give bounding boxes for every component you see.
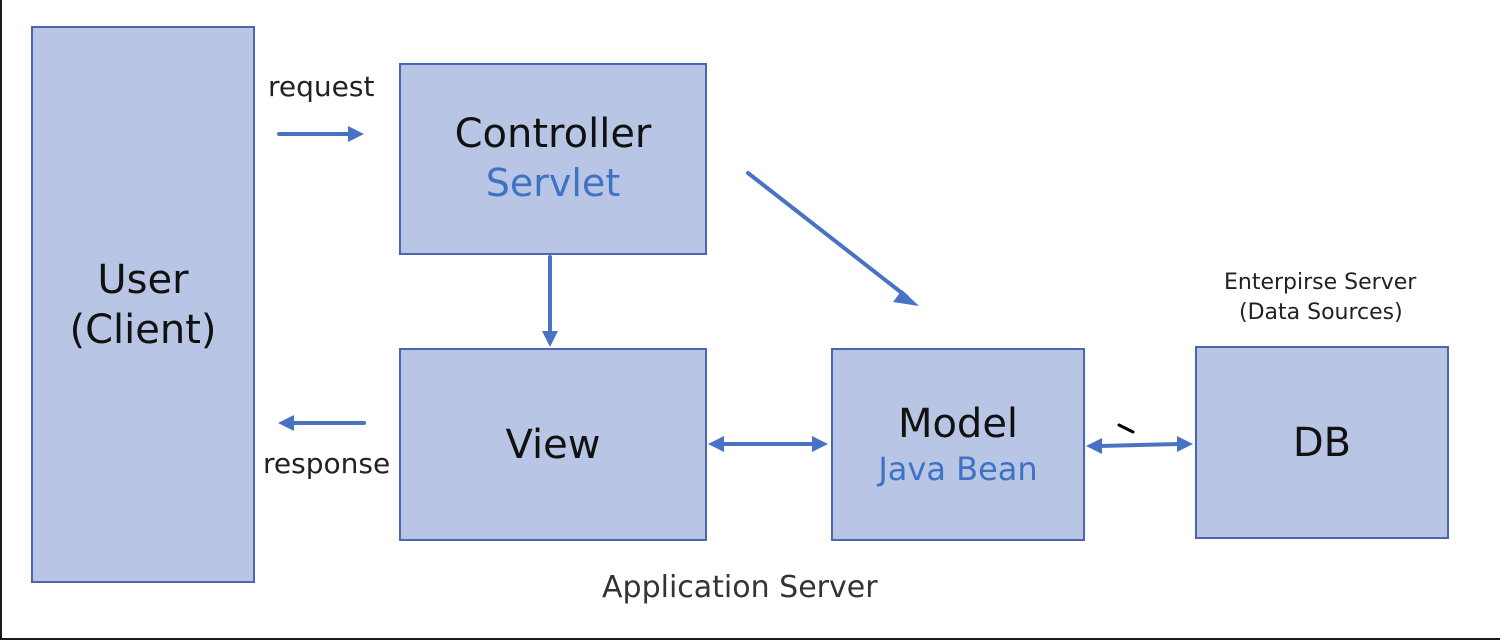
- enterprise-server-label: Enterpirse Server: [1224, 270, 1417, 295]
- request-arrow: [277, 126, 364, 142]
- java-bean-label: Java Bean: [878, 449, 1038, 488]
- model-db-bidirectional-arrow: [1086, 436, 1193, 454]
- model-label: Model: [897, 400, 1019, 447]
- view-box: View: [399, 348, 707, 541]
- request-label: request: [268, 70, 375, 103]
- controller-to-model-arrow: [746, 171, 919, 306]
- view-label: View: [505, 421, 601, 468]
- servlet-label: Servlet: [485, 161, 621, 206]
- db-box: DB: [1195, 346, 1449, 539]
- user-label: User: [97, 256, 189, 303]
- application-server-label: Application Server: [602, 570, 878, 605]
- controller-to-view-arrow: [542, 255, 558, 347]
- user-client-box: User (Client): [31, 26, 255, 583]
- controller-box: Controller Servlet: [399, 63, 707, 255]
- controller-label: Controller: [454, 111, 652, 158]
- response-arrow: [278, 415, 366, 431]
- view-model-bidirectional-arrow: [708, 436, 828, 452]
- model-box: Model Java Bean: [831, 348, 1085, 541]
- client-label: (Client): [69, 306, 217, 353]
- db-label: DB: [1292, 419, 1352, 466]
- stray-tick-mark: [1117, 423, 1135, 434]
- data-sources-label: (Data Sources): [1239, 300, 1403, 325]
- response-label: response: [263, 447, 391, 480]
